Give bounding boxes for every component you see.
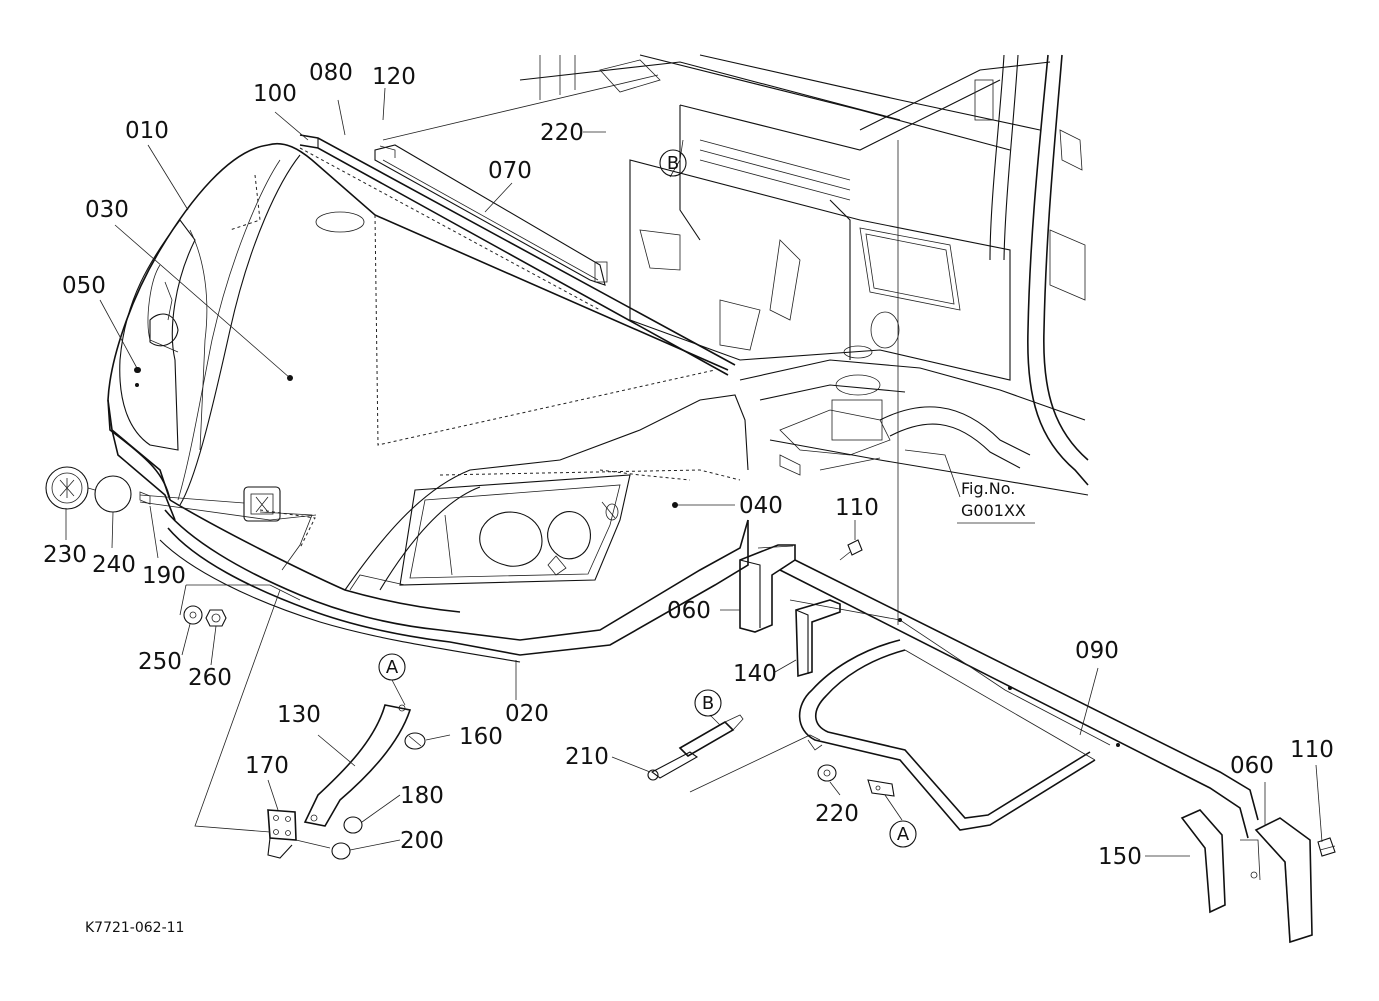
part-label-010: 010 [125,118,169,144]
part-label-130: 130 [277,702,321,728]
end-caps [739,539,1336,944]
part-label-080: 080 [309,60,353,86]
part-label-220-top: 220 [540,120,584,146]
figure-reference: Fig.No. G001XX [957,479,1035,524]
gas-strut [647,714,821,793]
ref-letter-a-bracket: A [386,657,399,678]
fig-ref-line2: G001XX [961,501,1026,520]
part-label-200: 200 [400,828,444,854]
part-label-180: 180 [400,783,444,809]
vehicle-frame [519,54,1089,498]
part-label-210: 210 [565,744,609,770]
reference-markers [378,149,917,848]
part-label-160: 160 [459,724,503,750]
part-label-110-top: 110 [835,495,879,521]
ref-letter-b-strut: B [702,693,714,714]
part-label-050: 050 [62,273,106,299]
ref-letter-b-frame: B [667,153,679,174]
part-label-220-bottom: 220 [815,801,859,827]
part-label-140: 140 [733,661,777,687]
part-label-190: 190 [142,563,186,589]
part-label-060-right: 060 [1230,753,1274,779]
part-label-030: 030 [85,197,129,223]
part-label-020: 020 [505,701,549,727]
hood-stay-bracket [194,589,426,860]
part-label-240: 240 [92,552,136,578]
hood-assembly [107,134,749,663]
part-label-260: 260 [188,665,232,691]
part-label-150: 150 [1098,844,1142,870]
part-label-070: 070 [488,158,532,184]
ref-letter-a-lower: A [897,824,910,845]
fig-ref-line1: Fig.No. [961,479,1015,498]
part-label-230: 230 [43,542,87,568]
part-label-170: 170 [245,753,289,779]
part-label-110-right: 110 [1290,737,1334,763]
part-label-100: 100 [253,81,297,107]
document-code: K7721-062-11 [85,920,184,936]
emblem-parts [45,466,301,627]
part-label-040: 040 [739,493,783,519]
part-label-250: 250 [138,649,182,675]
part-label-090: 090 [1075,638,1119,664]
front-guard-frame [779,559,1259,839]
part-label-120: 120 [372,64,416,90]
leader-lines [65,74,1323,857]
part-label-060-left: 060 [667,598,711,624]
part-labels: 010 030 050 100 080 120 070 220 040 110 … [43,60,1334,870]
